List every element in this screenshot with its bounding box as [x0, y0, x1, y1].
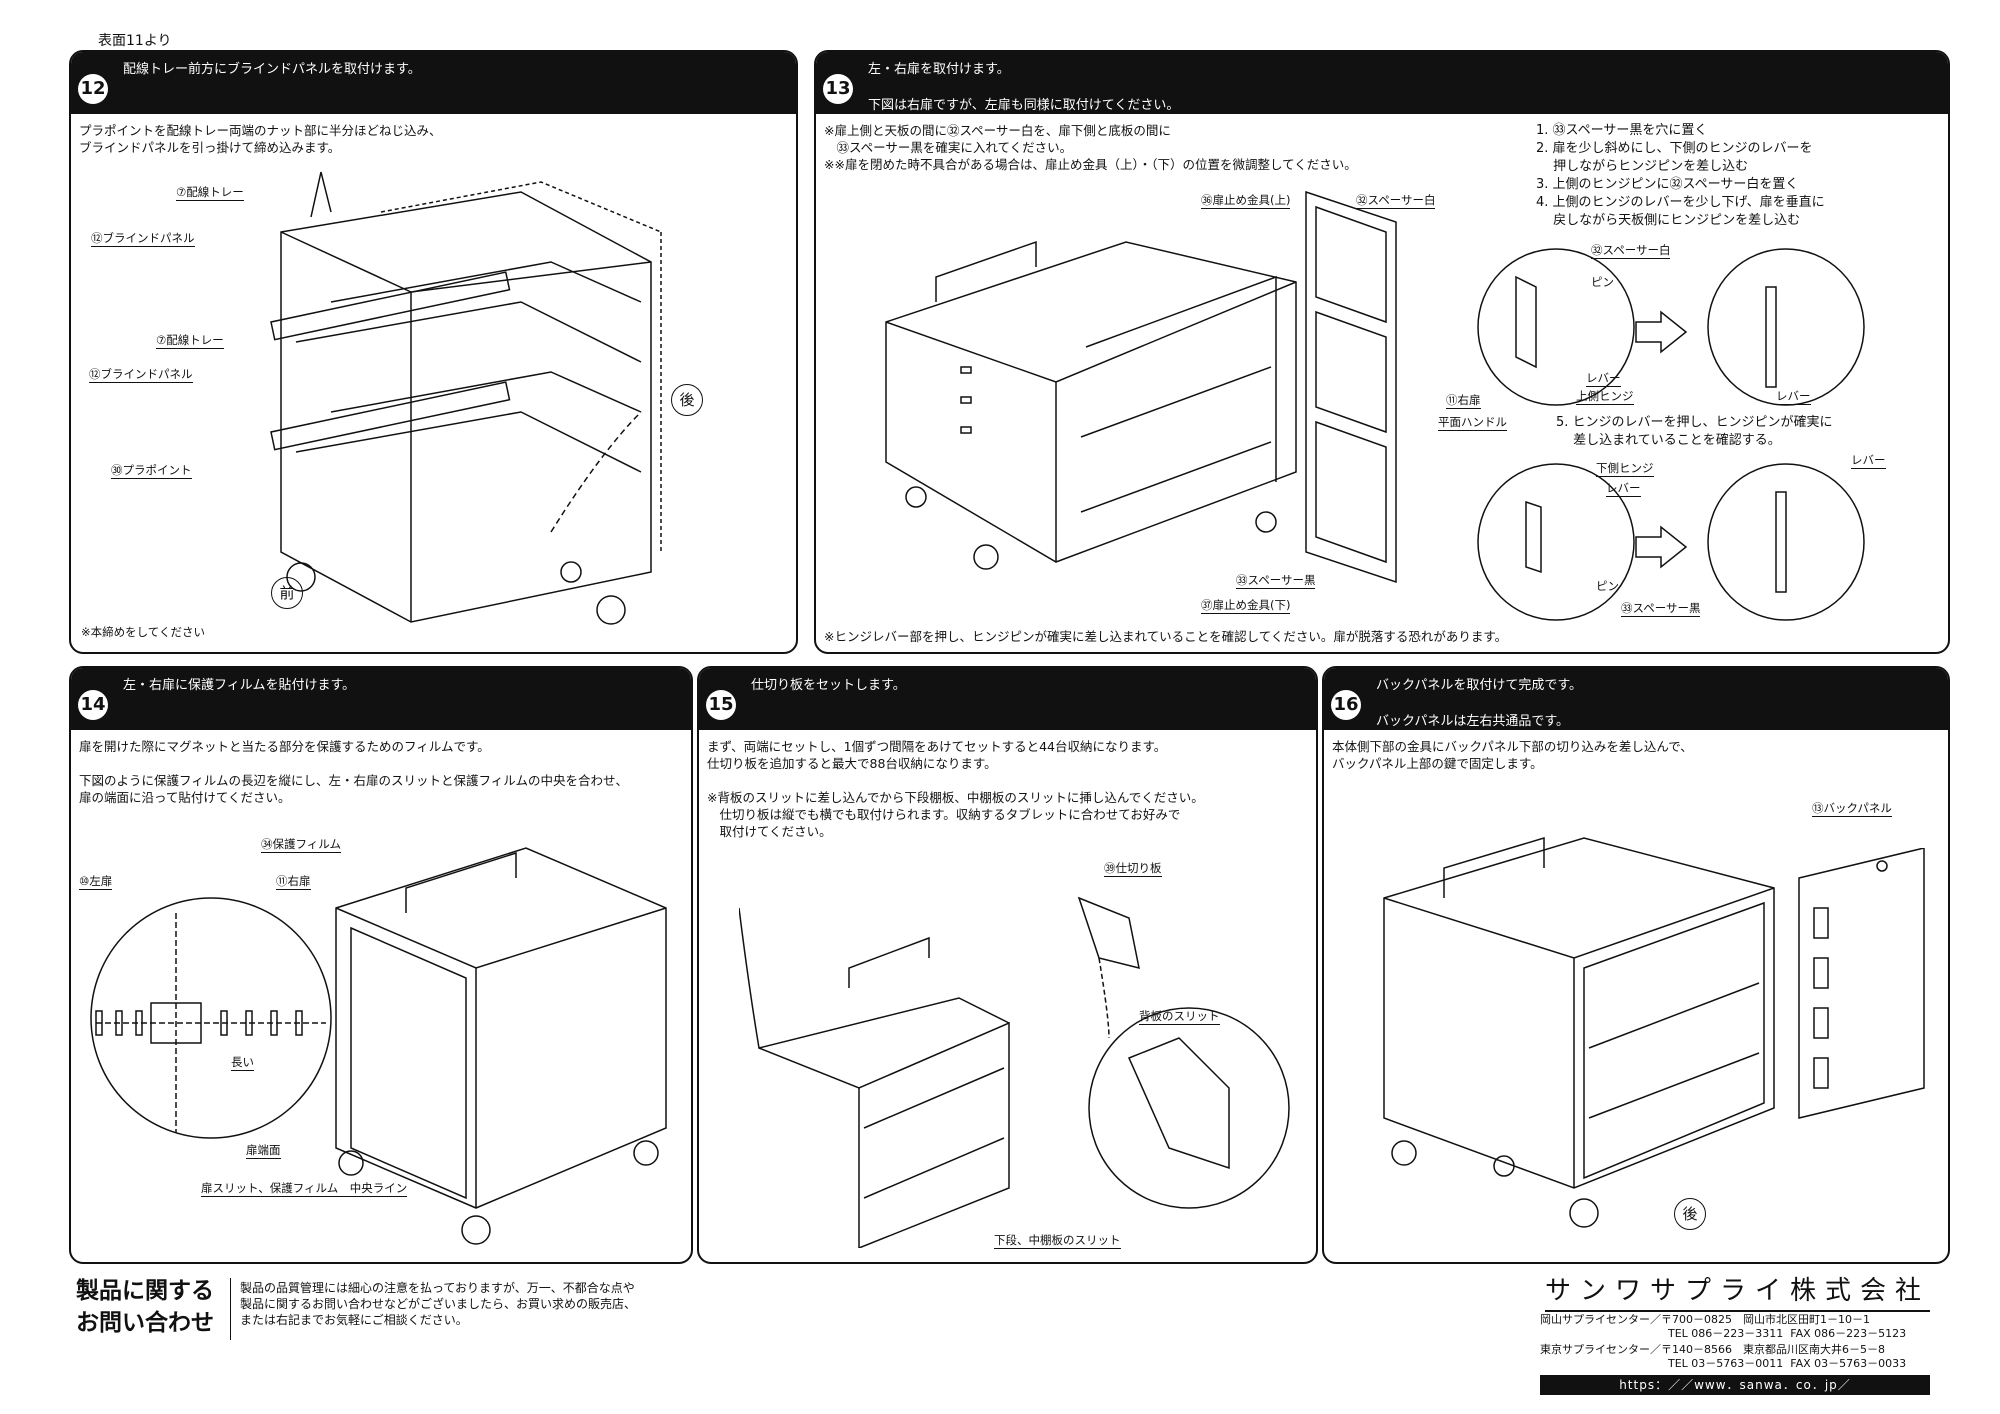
step-title: バックパネルを取付けて完成です。 [1376, 678, 1583, 693]
step-13-panel: 13 左・右扉を取付けます。 下図は右扉ですが、左扉も同様に取付けてください。 … [814, 50, 1950, 654]
step-title: 配線トレー前方にブラインドパネルを取付けます。 [123, 62, 421, 77]
back-marker: 後 [1674, 1198, 1706, 1230]
label-blind-panel: ⑫ブラインドパネル [91, 231, 195, 247]
divider-detail [1077, 896, 1290, 1209]
step-subtitle: 下図は右扉ですが、左扉も同様に取付けてください。 [868, 98, 1180, 113]
inquiry-heading: 製品に関する お問い合わせ [76, 1278, 214, 1336]
label-blind-panel: ⑫ブラインドパネル [89, 367, 193, 383]
back-panel-illustration [1798, 848, 1925, 1119]
label-center-line: 扉スリット、保護フィルム 中央ライン [201, 1181, 408, 1197]
step-number: 12 [78, 74, 108, 104]
step-title: 左・右扉を取付けます。 [868, 62, 1010, 77]
inquiry-text: 製品の品質管理には細心の注意を払っておりますが、万一、不都合な点や 製品に関する… [240, 1281, 637, 1327]
step-body: プラポイントを配線トレー両端のナット部に半分ほどねじ込み、 ブラインドパネルを引… [79, 123, 442, 155]
label-right-door: ⑪右扉 [1446, 393, 1481, 409]
step-number: 15 [706, 690, 736, 720]
label-upper-hinge: 上側ヒンジ [1576, 389, 1634, 405]
label-handle: 平面ハンドル [1438, 415, 1507, 431]
label-spacer-black: ㉝スペーサー黒 [1236, 573, 1316, 589]
label-right-door: ⑪右扉 [276, 874, 311, 890]
label-spacer-white: ㉜スペーサー白 [1356, 193, 1436, 209]
step-5-instruction: 5. ヒンジのレバーを押し、ヒンジピンが確実に 差し込まれていることを確認する。 [1556, 415, 1833, 448]
step-number: 13 [823, 74, 853, 104]
label-stopper-bottom: ㊲扉止め金具(下) [1201, 598, 1291, 614]
label-pla-point: ㉚プラポイント [111, 463, 192, 479]
step-header: 13 左・右扉を取付けます。 下図は右扉ですが、左扉も同様に取付けてください。 [816, 52, 1948, 114]
label-protect-film: ㉞保護フィルム [261, 837, 342, 853]
label-lever: レバー [1586, 371, 1621, 387]
label-wiring-tray: ⑦配線トレー [156, 333, 224, 349]
tighten-note: ※本締めをしてください [81, 625, 205, 639]
label-long: 長い [231, 1055, 254, 1071]
website-link[interactable]: https：／／www．sanwa．co．jp／ [1540, 1375, 1930, 1395]
step-12-panel: 12 配線トレー前方にブラインドパネルを取付けます。 プラポイントを配線トレー両… [69, 50, 798, 654]
step-body: 本体側下部の金具にバックパネル下部の切り込みを差し込んで、 バックパネル上部の鍵… [1332, 739, 1693, 771]
upper-hinge-detail [1477, 248, 1865, 406]
cart-interior-illustration [739, 907, 1010, 1248]
hinge-warning: ※ヒンジレバー部を押し、ヒンジピンが確実に差し込まれていることを確認してください… [824, 629, 1508, 644]
label-shelf-slit: 下段、中棚板のスリット [994, 1233, 1121, 1249]
label-back-panel: ⑬バックパネル [1812, 801, 1892, 817]
label-lever-detail: レバー [1776, 389, 1811, 405]
step-16-panel: 16 バックパネルを取付けて完成です。 バックパネルは左右共通品です。 本体側下… [1322, 666, 1950, 1264]
label-left-door: ⑩左扉 [79, 874, 113, 890]
step-header: 14 左・右扉に保護フィルムを貼付けます。 [71, 668, 691, 730]
film-placement-detail [90, 897, 332, 1139]
step-instructions: 1. ㉝スペーサー黒を穴に置く 2. 扉を少し斜めにし、下側のヒンジのレバーを … [1536, 123, 1825, 228]
okayama-phone: TEL 086－223－3311 FAX 086－223－5123 [1668, 1327, 1907, 1340]
company-name: サンワサプライ株式会社 [1545, 1270, 1930, 1312]
cart-back-illustration [1383, 836, 1775, 1228]
label-pin: ピン [1591, 275, 1614, 289]
step-body: まず、両端にセットし、1個ずつ間隔をあけてセットすると44台収納になります。 仕… [707, 739, 1204, 839]
tokyo-address: 東京サプライセンター／〒140－8566 東京都品川区南大井6－5－8 [1540, 1343, 1885, 1356]
step-body: 扉を開けた際にマグネットと当たる部分を保護するためのフィルムです。 下図のように… [79, 739, 629, 805]
cart-illustration [335, 847, 667, 1245]
label-spacer-black-detail: ㉝スペーサー黒 [1621, 601, 1701, 617]
step-title: 仕切り板をセットします。 [751, 678, 906, 693]
step-header: 15 仕切り板をセットします。 [699, 668, 1316, 730]
back-marker: 後 [671, 384, 703, 416]
step-number: 16 [1331, 690, 1361, 720]
label-pin-lower: ピン [1596, 579, 1619, 593]
label-lever-lower-detail: レバー [1851, 453, 1886, 469]
label-stopper-top: ㊱扉止め金具(上) [1201, 193, 1291, 209]
footer-divider [230, 1278, 231, 1340]
front-marker: 前 [271, 577, 303, 609]
step-title: 左・右扉に保護フィルムを貼付けます。 [123, 678, 356, 693]
step-14-panel: 14 左・右扉に保護フィルムを貼付けます。 扉を開けた際にマグネットと当たる部分… [69, 666, 693, 1264]
label-spacer-white-detail: ㉜スペーサー白 [1591, 243, 1671, 259]
label-lever-lower: レバー [1606, 481, 1641, 497]
step-15-panel: 15 仕切り板をセットします。 まず、両端にセットし、1個ずつ間隔をあけてセット… [697, 666, 1318, 1264]
cart-door-illustration [885, 240, 1297, 570]
tokyo-phone: TEL 03－5763－0011 FAX 03－5763－0033 [1668, 1357, 1907, 1370]
label-back-slit: 背板のスリット [1139, 1009, 1220, 1025]
label-divider: ㊴仕切り板 [1104, 861, 1162, 877]
step-subtitle: バックパネルは左右共通品です。 [1376, 714, 1570, 729]
label-lower-hinge: 下側ヒンジ [1596, 461, 1654, 477]
label-wiring-tray: ⑦配線トレー [176, 185, 244, 201]
step-number: 14 [78, 690, 108, 720]
right-door-illustration [1305, 190, 1397, 584]
label-door-edge: 扉端面 [246, 1143, 281, 1159]
step-header: 16 バックパネルを取付けて完成です。 バックパネルは左右共通品です。 [1324, 668, 1948, 730]
okayama-address: 岡山サプライセンター／〒700－0825 岡山市北区田町1－10－1 [1540, 1313, 1870, 1326]
cart-illustration [270, 171, 662, 625]
step-header: 12 配線トレー前方にブラインドパネルを取付けます。 [71, 52, 796, 114]
top-note: 表面11より [98, 33, 172, 49]
lower-hinge-detail [1477, 463, 1865, 621]
step-notes: ※扉上側と天板の間に㉜スペーサー白を、扉下側と底板の間に ㉝スペーサー黒を確実に… [824, 123, 1357, 172]
